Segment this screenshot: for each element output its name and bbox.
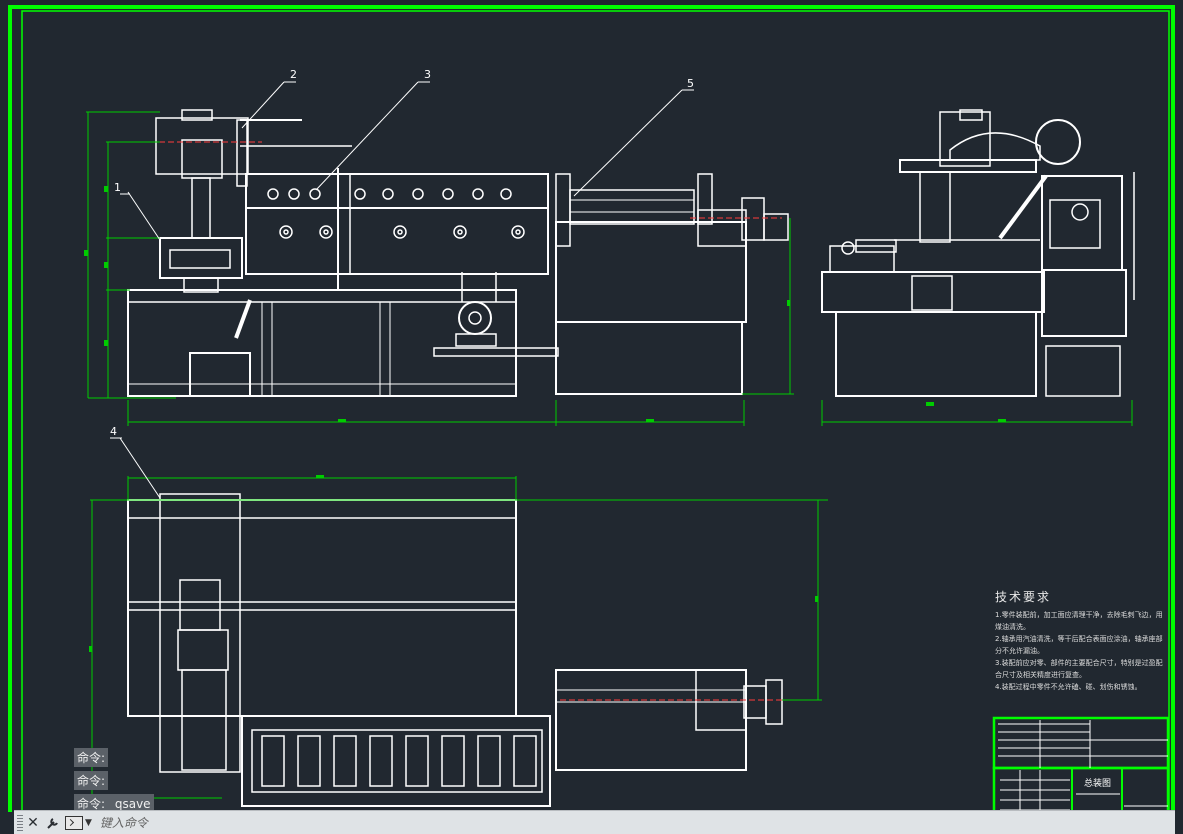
command-history-line: 命令: _qsave bbox=[74, 794, 154, 813]
command-history-line: 命令: bbox=[74, 748, 109, 767]
outer-frame bbox=[8, 5, 1175, 812]
balloon-3: 3 bbox=[424, 68, 431, 81]
balloon-5: 5 bbox=[687, 77, 694, 90]
command-prompt-dropdown[interactable]: ▼ bbox=[65, 815, 92, 830]
command-input[interactable] bbox=[97, 814, 702, 831]
tech-title: 技术要求 bbox=[995, 590, 1052, 604]
command-prompt-icon bbox=[65, 815, 83, 830]
drawing-name: 总装图 bbox=[1084, 777, 1111, 789]
command-history-line: 命令: bbox=[74, 771, 109, 790]
chevron-down-icon: ▼ bbox=[85, 817, 92, 828]
cad-drawing: 1 2 3 4 5 总装图 bbox=[8, 5, 1175, 812]
front-view bbox=[127, 109, 789, 397]
tech-line-4: 4.装配过程中零件不允许磕、碰、划伤和锈蚀。 bbox=[995, 683, 1142, 691]
tech-line-3: 3.装配前应对零、部件的主要配合尺寸，特别是过盈配合尺寸及相关精度进行复查。 bbox=[995, 659, 1163, 679]
title-block bbox=[992, 716, 1170, 812]
command-line-bar: ✕ ▼ bbox=[14, 810, 1175, 834]
tech-line-1: 1.零件装配前，加工面应清理干净，去除毛刺飞边，用煤油清洗。 bbox=[995, 611, 1163, 631]
close-icon[interactable]: ✕ bbox=[27, 814, 39, 831]
balloon-1: 1 bbox=[114, 181, 121, 194]
side-view bbox=[821, 109, 1135, 397]
balloon-4: 4 bbox=[110, 425, 117, 438]
technical-requirements: 技术要求 1.零件装配前，加工面应清理干净，去除毛刺飞边，用煤油清洗。 2.轴承… bbox=[995, 588, 1165, 693]
balloon-2: 2 bbox=[290, 68, 297, 81]
command-history: 命令: 命令: 命令: _qsave bbox=[74, 748, 154, 817]
wrench-icon[interactable] bbox=[43, 813, 63, 833]
drawing-viewport[interactable]: 1 2 3 4 5 总装图 技术要求 1.零件装配前，加工面应清理干净，去除毛刺… bbox=[0, 0, 1183, 813]
inner-frame bbox=[21, 10, 1170, 812]
tech-line-2: 2.轴承用汽油清洗，等干后配合表面应涂油，轴承座部分不允许漏油。 bbox=[995, 635, 1163, 655]
drag-handle[interactable] bbox=[17, 814, 23, 831]
top-view bbox=[127, 493, 783, 807]
